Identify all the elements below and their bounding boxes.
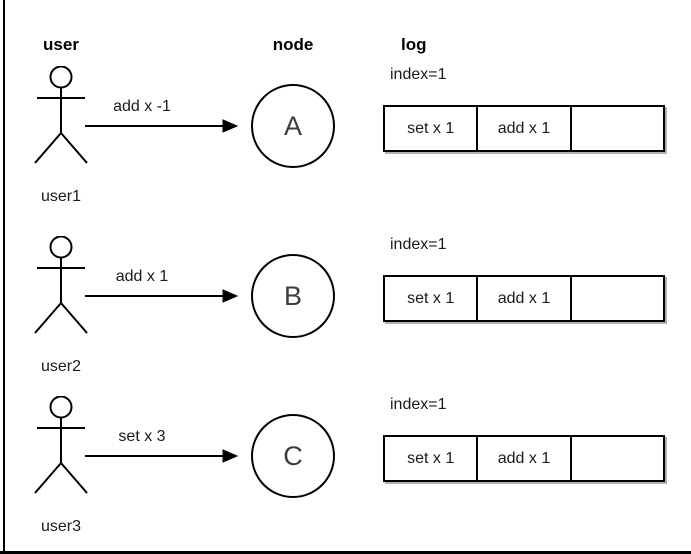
node-circle: B	[251, 254, 335, 338]
log-table: set x 1 add x 1	[383, 435, 665, 482]
log-cell: set x 1	[385, 437, 479, 480]
column-header-user: user	[43, 35, 79, 54]
message-label: set x 3	[118, 428, 166, 445]
log-index-label: index=1	[390, 66, 447, 83]
log-cell-empty	[572, 277, 663, 320]
node-label: C	[283, 440, 303, 471]
stick-figure-icon	[34, 66, 88, 164]
user-label: user2	[40, 358, 82, 375]
page-frame-bottom-border	[0, 551, 691, 554]
arrow-icon	[85, 289, 239, 303]
arrow-icon	[85, 119, 239, 133]
user-label: user1	[40, 188, 82, 205]
page-frame-left-border	[3, 0, 5, 554]
node-label: A	[283, 110, 302, 141]
log-cell: add x 1	[478, 437, 572, 480]
log-table: set x 1 add x 1	[383, 275, 665, 322]
log-cell: set x 1	[385, 107, 479, 150]
column-header-node: node	[272, 35, 314, 54]
diagram-row-user1: user1 add x -1 A index=1 set x 1 add x 1	[0, 66, 691, 226]
log-cell-empty	[572, 107, 663, 150]
message-label: add x 1	[115, 268, 169, 285]
stick-figure-icon	[34, 236, 88, 334]
stick-figure-icon	[34, 396, 88, 494]
diagram-row-user3: user3 set x 3 C index=1 set x 1 add x 1	[0, 396, 691, 554]
user-label: user3	[40, 518, 82, 535]
log-cell-empty	[572, 437, 663, 480]
diagram-row-user2: user2 add x 1 B index=1 set x 1 add x 1	[0, 236, 691, 396]
node-label: B	[283, 280, 302, 311]
log-table: set x 1 add x 1	[383, 105, 665, 152]
column-header-log: log	[401, 35, 427, 54]
node-circle: C	[251, 414, 335, 498]
log-cell: set x 1	[385, 277, 479, 320]
node-circle: A	[251, 84, 335, 168]
message-label: add x -1	[113, 98, 171, 115]
log-index-label: index=1	[390, 236, 447, 253]
log-cell: add x 1	[478, 277, 572, 320]
arrow-icon	[85, 449, 239, 463]
log-index-label: index=1	[390, 396, 447, 413]
log-cell: add x 1	[478, 107, 572, 150]
